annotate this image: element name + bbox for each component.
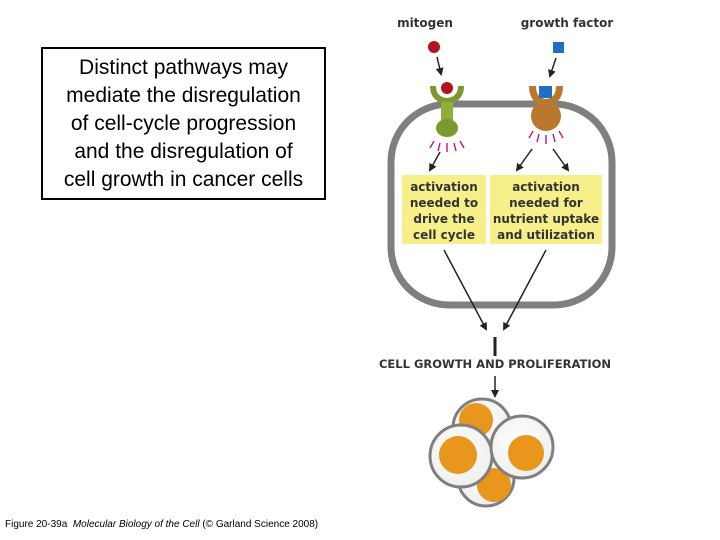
growth-factor-to-cellcycle-arrow: [515, 148, 533, 172]
title-line-3: of cell-cycle progression: [70, 111, 297, 135]
mitogen-signal-rays: [429, 140, 465, 152]
growth-factor-signal-rays: [528, 130, 564, 144]
daughter-cell: [489, 414, 555, 480]
cell-cycle-to-result-arrow: [443, 249, 487, 331]
growth-factor-receptor-icon: [529, 86, 563, 131]
cell-cycle-activation-box: [402, 175, 486, 244]
growth-factor-ligand-icon: [553, 42, 564, 53]
title-box: Distinct pathways may mediate the disreg…: [41, 47, 326, 200]
growth-factor-label: growth factor: [521, 16, 614, 30]
result-label: CELL GROWTH AND PROLIFERATION: [379, 357, 611, 371]
nutrient-box-line-2: needed for: [509, 196, 583, 210]
figure-number: Figure 20-39a: [5, 519, 68, 530]
mitogen-label: mitogen: [397, 16, 453, 30]
nutrient-box-line-4: and utilization: [497, 228, 595, 242]
cell-cycle-box-line-3: drive the: [413, 212, 474, 226]
growth-factor-to-nutrient-arrow: [552, 148, 570, 172]
mitogen-arrow: [435, 56, 444, 76]
nutrient-activation-box: [490, 175, 602, 244]
mitogen-ligand-icon: [428, 41, 440, 53]
title-line-2: mediate the disregulation: [66, 83, 301, 107]
title-line-1: Distinct pathways may: [79, 55, 288, 79]
proliferating-cells: [428, 397, 555, 508]
book-title: Molecular Biology of the Cell: [72, 519, 200, 530]
nutrient-box-line-1: activation: [512, 180, 580, 194]
cell-cycle-box-line-2: needed to: [410, 196, 478, 210]
title-line-4: and the disregulation of: [74, 139, 293, 163]
cell-membrane: [387, 100, 616, 309]
figure-credit: Figure 20-39a Molecular Biology of the C…: [5, 519, 318, 530]
title-line-5: cell growth in cancer cells: [63, 167, 304, 191]
cell-cycle-box-line-1: activation: [410, 180, 478, 194]
daughter-cell: [428, 423, 494, 489]
nutrient-box-line-3: nutrient uptake: [493, 212, 599, 226]
mitogen-to-cellcycle-arrow: [429, 151, 441, 172]
mitogen-receptor-icon: [430, 82, 464, 137]
publisher-credit: (© Garland Science 2008): [202, 519, 319, 530]
cell-cycle-box-line-4: cell cycle: [413, 228, 475, 242]
growth-factor-arrow: [548, 57, 557, 78]
nutrient-to-result-arrow: [503, 249, 547, 331]
